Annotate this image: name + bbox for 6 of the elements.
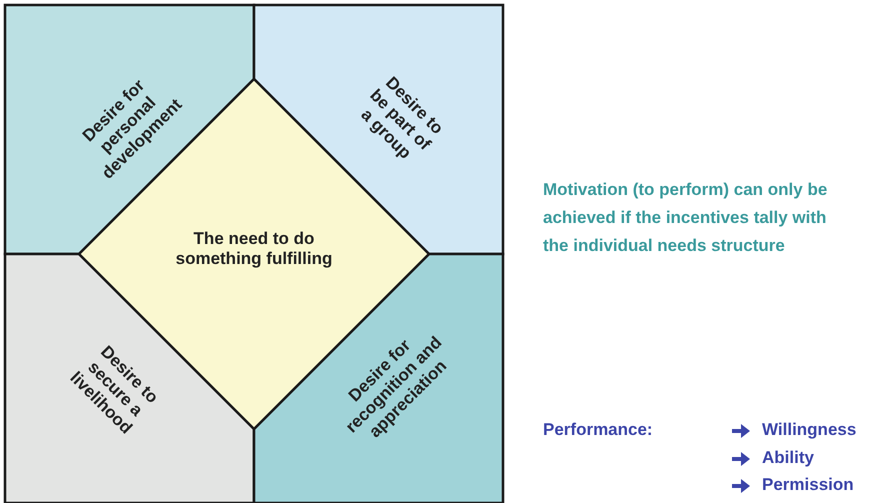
list-item: Permission — [762, 474, 855, 496]
list-item: Willingness — [762, 419, 858, 441]
list-item: Ability — [762, 447, 815, 469]
note-text: Motivation (to perform) can only be achieved if the incentives tally with the individual needs structure — [543, 179, 828, 257]
shape-label: The need to do something fulfilling — [174, 229, 334, 269]
heading-text: Performance: — [543, 419, 654, 441]
